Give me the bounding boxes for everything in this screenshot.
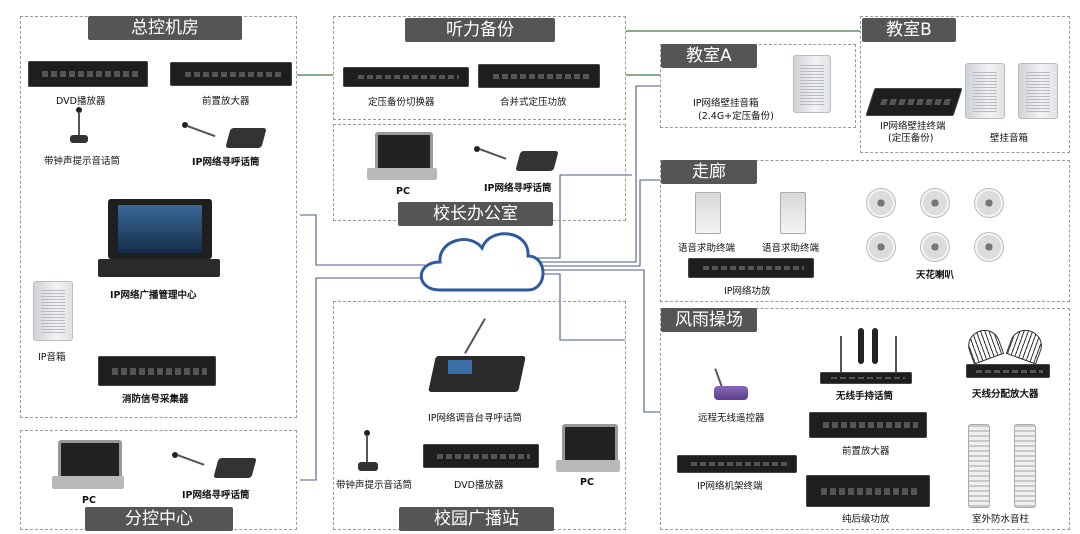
zone-title-branch-control: 分控中心 (85, 507, 233, 531)
ip-speaker-label: IP音箱 (38, 352, 66, 363)
voice-help-terminal-1-label: 语音求助终端 (678, 243, 736, 254)
zone-listening-backup (333, 16, 626, 120)
remote-control-label: 远程无线遥控器 (698, 413, 765, 424)
link-corridor-cloud (532, 179, 660, 267)
classroom-b-speaker-1-icon (965, 63, 1005, 119)
zone-title-listening-backup: 听力备份 (405, 18, 555, 42)
mixer-paging-mic-label: IP网络调音台寻呼话筒 (428, 413, 523, 424)
wireless-mic-label: 无线手持话筒 (836, 391, 894, 402)
station-pc-label: PC (580, 477, 594, 488)
ip-amp-device (688, 258, 814, 278)
zone-classroom-a (660, 44, 856, 128)
voice-help-terminal-2-label: 语音求助终端 (762, 243, 820, 254)
link-station-cloud (532, 273, 625, 341)
ip-paging-mic-label: IP网络寻呼话筒 (192, 157, 260, 168)
power-amp-label: 纯后级功放 (842, 514, 890, 525)
classroom-b-terminal-label-line2: (定压备份) (888, 133, 934, 144)
antenna-amp-label: 天线分配放大器 (972, 389, 1039, 400)
classroom-a-speaker-label-line1: IP网络壁挂音箱 (693, 98, 759, 109)
outdoor-column-1-icon (968, 424, 990, 508)
classroom-a-speaker-label-line2: (2.4G+定压备份) (698, 111, 774, 122)
zone-classroom-b (860, 16, 1070, 153)
playground-pre-amp-label: 前置放大器 (842, 446, 890, 457)
bell-mic-label: 带钟声提示音话筒 (44, 156, 121, 167)
office-paging-mic-label: IP网络寻呼话筒 (484, 183, 552, 194)
ceiling-speaker-6-icon (974, 232, 1004, 262)
zone-title-principal-office: 校长办公室 (398, 202, 553, 226)
zone-title-classroom-b: 教室B (862, 18, 956, 42)
pre-amplifier-device (170, 62, 292, 86)
power-amp-device (806, 475, 930, 507)
ip-amp-label: IP网络功放 (724, 286, 771, 297)
backup-switcher-label: 定压备份切换器 (368, 97, 435, 108)
link-classroom-a-cloud (532, 85, 660, 263)
dvd-player-label: DVD播放器 (56, 96, 106, 107)
ip-speaker-icon (33, 281, 73, 341)
link-control-cloud (300, 214, 425, 266)
voice-help-terminal-2-icon (780, 192, 806, 234)
classroom-b-wall-terminal-icon (865, 88, 963, 116)
classroom-b-terminal-label-line1: IP网络壁挂终端 (880, 121, 946, 132)
combined-amp-label: 合并式定压功放 (500, 97, 567, 108)
rack-terminal-label: IP网络机架终端 (697, 481, 763, 492)
zone-title-playground: 风雨操场 (661, 308, 757, 332)
zone-corridor (660, 160, 1070, 302)
link-branch-cloud (300, 277, 425, 481)
link-playground-cloud (532, 269, 660, 413)
ceiling-speaker-2-icon (920, 188, 950, 218)
fire-collector-device (98, 356, 216, 386)
network-cloud-icon (419, 232, 545, 292)
ceiling-speaker-3-icon (974, 188, 1004, 218)
ceiling-speaker-label: 天花喇叭 (916, 270, 955, 281)
ceiling-speaker-1-icon (866, 188, 896, 218)
ceiling-speaker-4-icon (866, 232, 896, 262)
classroom-b-speaker-label: 壁挂音箱 (990, 133, 1029, 144)
station-bell-mic-label: 带钟声提示音话筒 (336, 480, 413, 491)
classroom-b-speaker-2-icon (1018, 63, 1058, 119)
outdoor-column-label: 室外防水音柱 (972, 514, 1030, 525)
station-dvd-player-label: DVD播放器 (454, 480, 504, 491)
zone-title-classroom-a: 教室A (661, 44, 757, 68)
branch-pc-label: PC (82, 495, 96, 506)
rack-terminal-device (677, 455, 797, 473)
pre-amplifier-label: 前置放大器 (202, 96, 250, 107)
voice-help-terminal-1-icon (695, 192, 721, 234)
zone-title-corridor: 走廊 (661, 160, 757, 184)
classroom-a-wall-speaker-icon (793, 55, 831, 113)
dvd-player-device (28, 61, 148, 87)
zone-title-control-room: 总控机房 (88, 16, 242, 40)
office-pc-label: PC (396, 186, 410, 197)
zone-title-campus-station: 校园广播站 (399, 507, 554, 531)
link-office-cloud (532, 174, 632, 259)
zone-playground (660, 308, 1070, 530)
ceiling-speaker-5-icon (920, 232, 950, 262)
combined-amp-device (478, 64, 600, 88)
broadcast-center-label: IP网络广播管理中心 (110, 290, 197, 301)
fire-collector-label: 消防信号采集器 (122, 394, 189, 405)
branch-paging-mic-label: IP网络寻呼话筒 (182, 490, 250, 501)
backup-switcher-device (343, 67, 469, 87)
playground-pre-amp-device (809, 412, 927, 438)
station-dvd-player-device (423, 444, 539, 468)
outdoor-column-2-icon (1014, 424, 1036, 508)
